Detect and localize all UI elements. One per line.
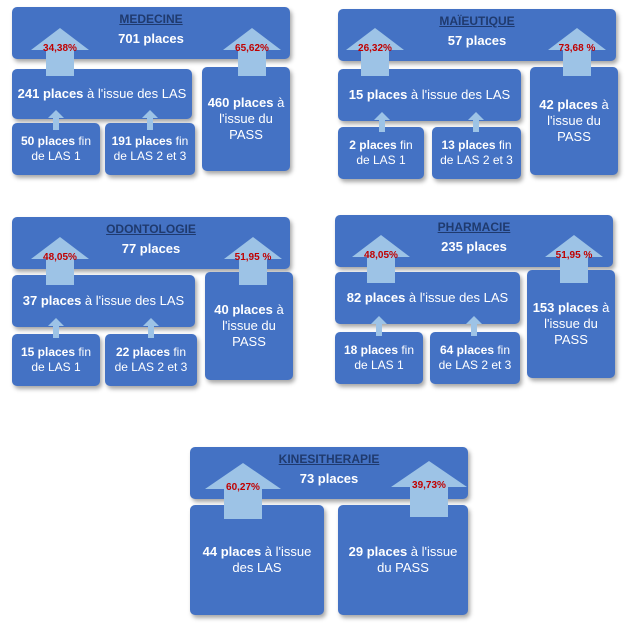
odontologie-las-percent: 48,05% (43, 252, 77, 263)
maieutique-las1-count: 2 places (349, 138, 397, 152)
kinesitherapie-title: KINESITHERAPIE (278, 452, 380, 466)
maieutique-las23-box: 13 places fin de LAS 2 et 3 (432, 127, 521, 179)
medecine-pass-box: 460 places à l'issue du PASS (202, 67, 290, 171)
pharmacie-las23-label: fin de LAS 2 et 3 (438, 343, 512, 372)
maieutique-pass-arrow: 73,68 % (548, 28, 606, 76)
odontologie-las1-count: 15 places (20, 345, 76, 359)
pharmacie-las23-count: 64 places (439, 343, 495, 357)
pharmacie-las23-box: 64 places fin de LAS 2 et 3 (430, 332, 520, 384)
pharmacie-pass-label: à l'issue du PASS (544, 300, 610, 347)
medecine-total: 701 places (118, 31, 184, 46)
pharmacie-las-box: 82 places à l'issue des LAS (335, 272, 520, 324)
odontologie-pass-arrow: 51,95 % (224, 237, 282, 285)
pharmacie-las-count: 82 places (346, 290, 406, 305)
pharmacie-las1-arrow (371, 316, 387, 336)
medecine-las1-label: fin de LAS 1 (31, 134, 92, 163)
odontologie-las23-label: fin de LAS 2 et 3 (114, 345, 188, 374)
odontologie-las1-arrow (48, 318, 64, 338)
medecine-pass-percent: 65,62% (235, 43, 269, 54)
medecine-las-arrow: 34,38% (31, 28, 89, 76)
medecine-title: MEDECINE (119, 12, 183, 26)
medecine-las23-box: 191 places fin de LAS 2 et 3 (105, 123, 195, 175)
maieutique-pass-box: 42 places à l'issue du PASS (530, 67, 618, 175)
maieutique-las-box: 15 places à l'issue des LAS (338, 69, 521, 121)
maieutique-pass-percent: 73,68 % (558, 43, 596, 54)
kinesitherapie-total: 73 places (299, 471, 359, 486)
odontologie-pass-percent: 51,95 % (234, 252, 272, 263)
pharmacie-las-percent: 48,05% (364, 250, 398, 261)
pharmacie-total: 235 places (441, 239, 507, 254)
medecine-las-percent: 34,38% (43, 43, 77, 54)
pharmacie-las-label: à l'issue des LAS (405, 290, 509, 305)
odontologie-las1-label: fin de LAS 1 (31, 345, 92, 374)
maieutique-pass-count: 42 places (539, 97, 598, 112)
maieutique-las23-label: fin de LAS 2 et 3 (440, 138, 513, 167)
odontologie-las-box: 37 places à l'issue des LAS (12, 275, 195, 327)
kinesitherapie-las-arrow: 60,27% (205, 463, 281, 519)
odontologie-pass-count: 40 places (214, 302, 273, 317)
medecine-las23-label: fin de LAS 2 et 3 (113, 134, 189, 163)
odontologie-pass-box: 40 places à l'issue du PASS (205, 272, 293, 380)
pharmacie-las1-count: 18 places (343, 343, 399, 357)
kinesitherapie-pass-arrow: 39,73% (391, 461, 467, 517)
maieutique-las-count: 15 places (348, 87, 408, 102)
odontologie-total: 77 places (121, 241, 181, 256)
medecine-las23-count: 191 places (111, 134, 173, 148)
pharmacie-pass-arrow: 51,95 % (545, 235, 603, 283)
maieutique-las23-arrow (468, 112, 484, 132)
medecine-las-label: à l'issue des LAS (83, 86, 187, 101)
pharmacie-pass-count: 153 places (532, 300, 599, 315)
kinesitherapie-las-label: à l'issue des LAS (232, 544, 312, 575)
medecine-las1-box: 50 places fin de LAS 1 (12, 123, 100, 175)
medecine-pass-count: 460 places (207, 95, 274, 110)
odontologie-pass-label: à l'issue du PASS (222, 302, 284, 349)
medecine-las1-arrow (48, 110, 64, 130)
kinesitherapie-pass-label: à l'issue du PASS (377, 544, 458, 575)
medecine-las-count: 241 places (17, 86, 84, 101)
maieutique-las1-box: 2 places fin de LAS 1 (338, 127, 424, 179)
maieutique-title: MAÏEUTIQUE (439, 14, 515, 28)
odontologie-las-label: à l'issue des LAS (81, 293, 185, 308)
pharmacie-las1-box: 18 places fin de LAS 1 (335, 332, 423, 384)
pharmacie-pass-percent: 51,95 % (555, 250, 593, 261)
maieutique-pass-label: à l'issue du PASS (547, 97, 609, 144)
pharmacie-las23-arrow (466, 316, 482, 336)
odontologie-las23-box: 22 places fin de LAS 2 et 3 (105, 334, 197, 386)
kinesitherapie-pass-count: 29 places (348, 544, 408, 559)
medecine-las23-arrow (142, 110, 158, 130)
medecine-las-box: 241 places à l'issue des LAS (12, 69, 192, 119)
odontologie-las1-box: 15 places fin de LAS 1 (12, 334, 100, 386)
maieutique-las23-count: 13 places (441, 138, 496, 152)
medecine-pass-arrow: 65,62% (223, 28, 281, 76)
kinesitherapie-las-percent: 60,27% (226, 482, 260, 493)
odontologie-las-arrow: 48,05% (31, 237, 89, 285)
odontologie-las23-arrow (143, 318, 159, 338)
medecine-pass-label: à l'issue du PASS (219, 95, 285, 142)
maieutique-las-arrow: 26,32% (346, 28, 404, 76)
kinesitherapie-pass-percent: 39,73% (412, 480, 446, 491)
maieutique-las-percent: 26,32% (358, 43, 392, 54)
pharmacie-title: PHARMACIE (437, 220, 511, 234)
pharmacie-las1-label: fin de LAS 1 (354, 343, 415, 372)
kinesitherapie-las-count: 44 places (202, 544, 262, 559)
odontologie-title: ODONTOLOGIE (106, 222, 196, 236)
medecine-las1-count: 50 places (20, 134, 76, 148)
pharmacie-las-arrow: 48,05% (352, 235, 410, 283)
maieutique-total: 57 places (447, 33, 507, 48)
odontologie-las23-count: 22 places (115, 345, 171, 359)
pharmacie-pass-box: 153 places à l'issue du PASS (527, 270, 615, 378)
kinesitherapie-las-box: 44 places à l'issue des LAS (190, 505, 324, 615)
kinesitherapie-pass-box: 29 places à l'issue du PASS (338, 505, 468, 615)
odontologie-las-count: 37 places (22, 293, 82, 308)
maieutique-las1-arrow (374, 112, 390, 132)
maieutique-las-label: à l'issue des LAS (407, 87, 511, 102)
maieutique-las1-label: fin de LAS 1 (356, 138, 413, 167)
